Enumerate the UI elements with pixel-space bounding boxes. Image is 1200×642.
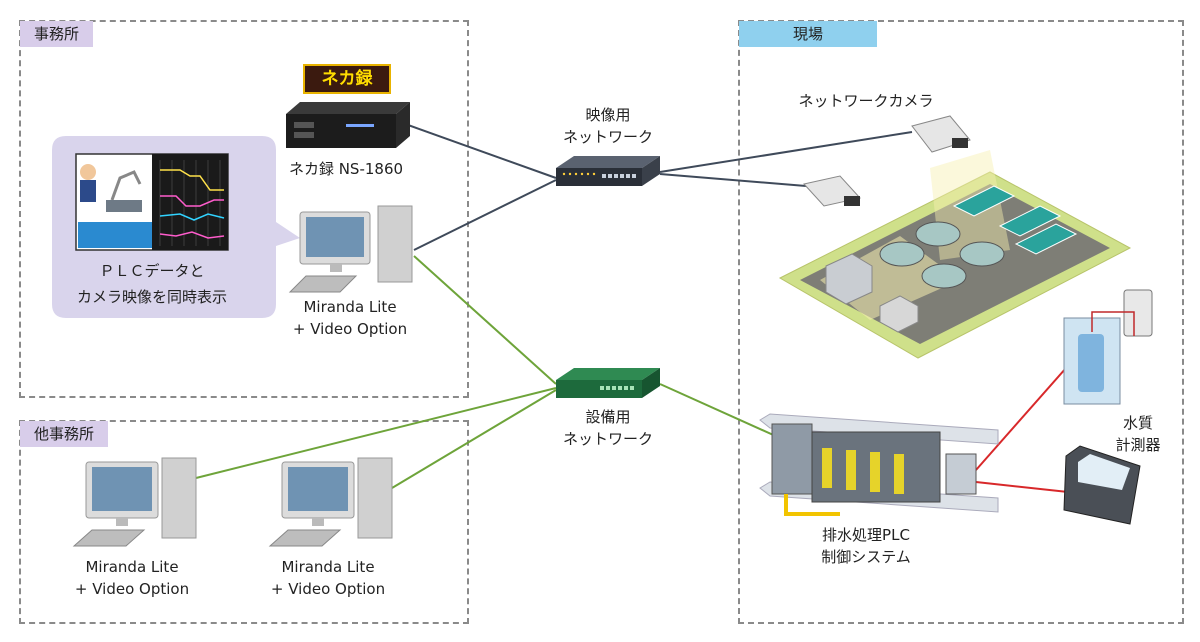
office-zone xyxy=(19,20,469,398)
bubble-caption: ＰＬＣデータと カメラ映像を同時表示 xyxy=(52,258,252,310)
other-office-pc-1-label-line1: Miranda Lite xyxy=(85,558,179,576)
plc-label-line1: 排水処理PLC xyxy=(822,526,910,544)
other-office-pc-2 xyxy=(268,457,393,547)
equipment-switch-label-line2: ネットワーク xyxy=(562,430,653,448)
plc-label: 排水処理PLC 制御システム xyxy=(796,524,936,568)
equipment-switch-label: 設備用 ネットワーク xyxy=(548,406,668,450)
video-switch xyxy=(556,156,660,186)
office-pc-label-line1: Miranda Lite xyxy=(303,298,397,316)
video-switch-label: 映像用 ネットワーク xyxy=(548,104,668,148)
office-pc-label-line2: + Video Option xyxy=(292,320,408,338)
equipment-switch xyxy=(556,368,660,398)
other-office-zone xyxy=(19,420,469,624)
plc-system xyxy=(759,413,999,516)
office-pc xyxy=(288,205,413,293)
water-quality-meter xyxy=(1063,289,1153,405)
equipment-switch-label-line1: 設備用 xyxy=(585,408,631,426)
site-zone xyxy=(738,20,1184,624)
other-office-pc-1-label: Miranda Lite + Video Option xyxy=(62,556,202,600)
bubble-caption-line1: ＰＬＣデータと xyxy=(99,262,205,280)
office-pc-label: Miranda Lite + Video Option xyxy=(280,296,420,340)
plc-label-line2: 制御システム xyxy=(821,548,911,566)
other-office-pc-2-label-line2: + Video Option xyxy=(270,580,386,598)
other-office-pc-2-label-line1: Miranda Lite xyxy=(281,558,375,576)
network-camera-2 xyxy=(803,175,861,207)
other-office-pc-2-label: Miranda Lite + Video Option xyxy=(258,556,398,600)
recorder-logo-text: ネカ録 xyxy=(321,69,373,89)
video-switch-label-line1: 映像用 xyxy=(585,106,631,124)
camera-label: ネットワークカメラ xyxy=(798,92,934,110)
other-office-zone-tag: 他事務所 xyxy=(20,421,109,447)
equipment-network-links xyxy=(195,255,781,489)
treatment-plant xyxy=(778,150,1132,359)
recorder-device xyxy=(286,102,410,148)
meter-label-line1: 水質 xyxy=(1122,414,1153,432)
recorder-label: ネカ録 NS-1860 xyxy=(288,160,404,178)
hmi-panel xyxy=(1063,445,1141,525)
other-office-pc-1 xyxy=(72,457,197,547)
video-network-links xyxy=(407,124,913,251)
site-zone-tag: 現場 xyxy=(739,21,877,47)
display-bubble xyxy=(52,136,300,318)
office-zone-tag: 事務所 xyxy=(20,21,94,47)
meter-label: 水質 計測器 xyxy=(1106,412,1170,456)
other-office-pc-1-label-line2: + Video Option xyxy=(74,580,190,598)
meter-label-line2: 計測器 xyxy=(1115,436,1161,454)
video-switch-label-line2: ネットワーク xyxy=(562,128,653,146)
network-camera-1 xyxy=(911,115,971,153)
serial-links xyxy=(975,367,1069,493)
recorder-logo xyxy=(303,64,391,94)
bubble-caption-line2: カメラ映像を同時表示 xyxy=(76,288,227,306)
